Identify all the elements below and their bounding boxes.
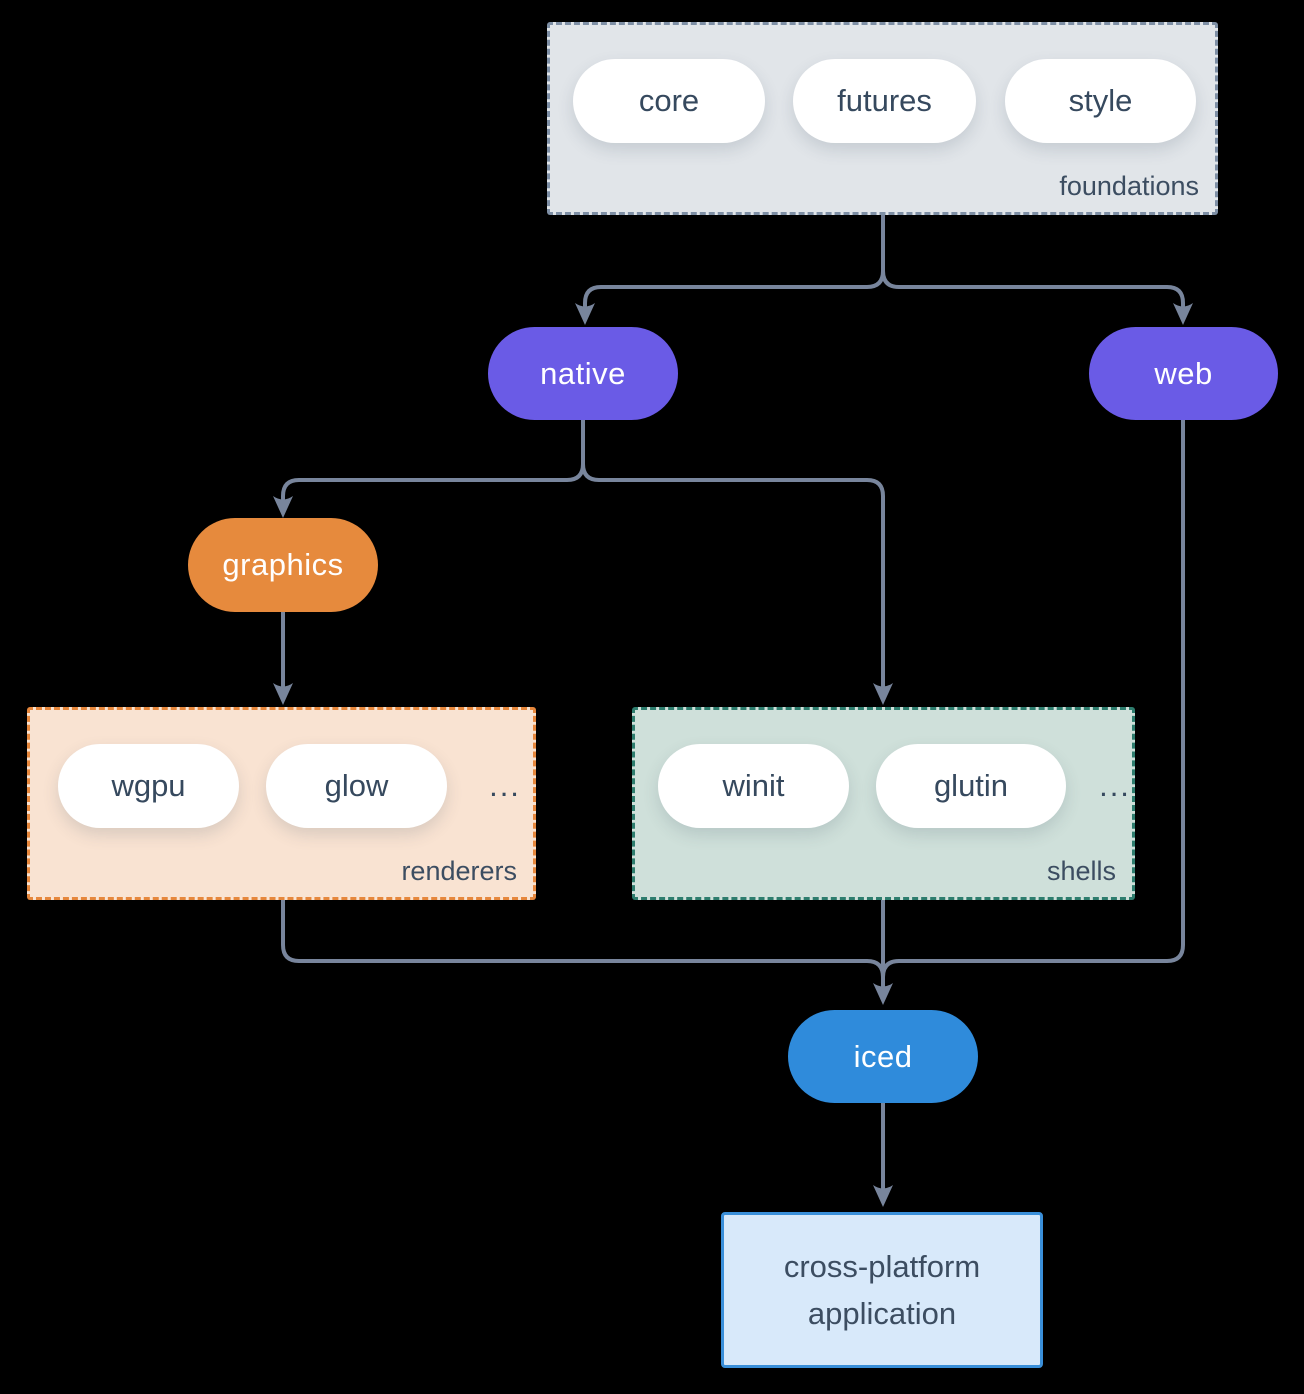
node-graphics: graphics — [188, 518, 378, 612]
renderers-ellipsis: ... — [489, 768, 521, 803]
renderers-group: wgpu glow ... renderers — [27, 707, 536, 900]
application-label-line2: application — [807, 1296, 957, 1331]
node-graphics-label: graphics — [222, 547, 344, 582]
edge-foundations-web — [881, 213, 1193, 325]
node-style: style — [1005, 59, 1196, 143]
node-core-label: core — [638, 83, 700, 118]
shells-ellipsis: ... — [1099, 768, 1131, 803]
node-futures-label: futures — [837, 83, 932, 118]
node-wgpu: wgpu — [58, 744, 239, 828]
node-wgpu-label: wgpu — [111, 768, 186, 803]
node-web: web — [1089, 327, 1278, 420]
node-web-label: web — [1154, 355, 1213, 391]
node-style-label: style — [1068, 83, 1133, 118]
edge-renderers-iced — [281, 898, 885, 979]
renderers-group-label: renderers — [401, 856, 517, 886]
edge-native-shells — [581, 418, 893, 705]
node-iced-label: iced — [853, 1038, 913, 1074]
application-label-line1: cross-platform — [783, 1249, 981, 1284]
node-glow: glow — [266, 744, 447, 828]
node-cross-platform-application: cross-platform application — [721, 1212, 1043, 1368]
node-glutin-label: glutin — [933, 768, 1009, 803]
node-iced: iced — [788, 1010, 978, 1103]
edge-foundations-native — [575, 213, 885, 325]
shells-group-label: shells — [1046, 856, 1116, 886]
node-native-label: native — [540, 355, 626, 391]
node-winit: winit — [658, 744, 849, 828]
node-native: native — [488, 327, 678, 420]
node-core: core — [573, 59, 765, 143]
foundations-group-label: foundations — [1059, 171, 1199, 201]
shells-group: winit glutin ... shells — [632, 707, 1135, 900]
node-glutin: glutin — [876, 744, 1066, 828]
foundations-group: core futures style foundations — [547, 22, 1218, 215]
node-futures: futures — [793, 59, 976, 143]
edge-native-graphics — [273, 418, 585, 518]
node-glow-label: glow — [324, 768, 389, 803]
node-winit-label: winit — [722, 768, 785, 803]
